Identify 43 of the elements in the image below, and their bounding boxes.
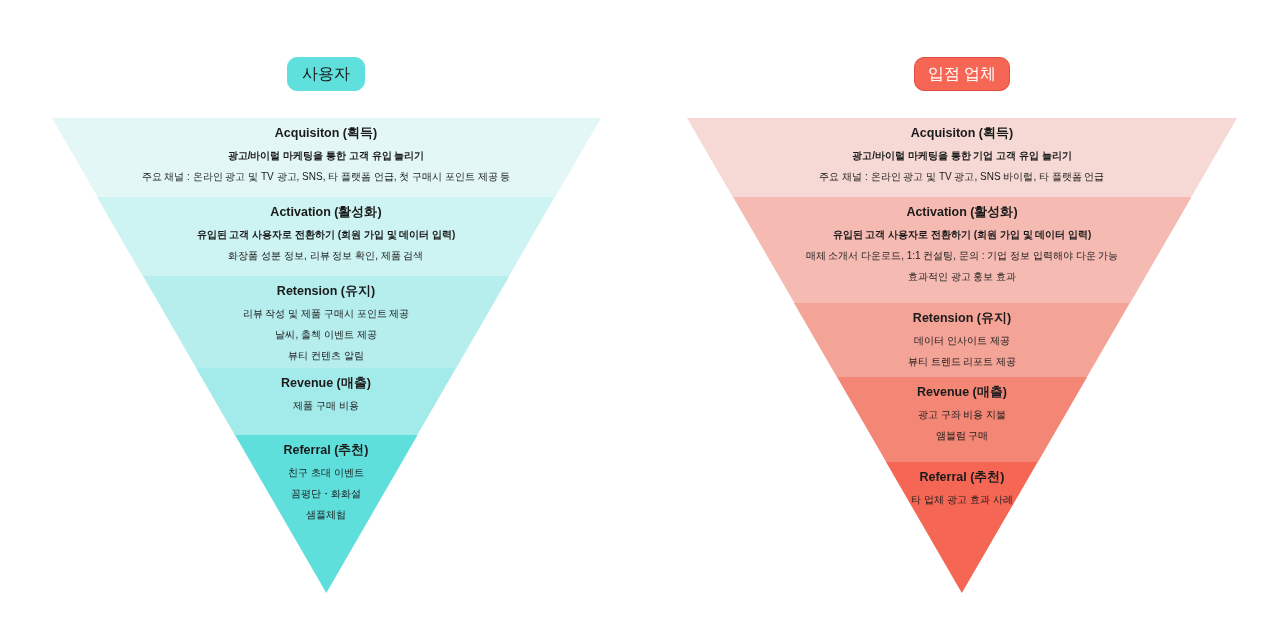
funnel-stage <box>794 303 1130 377</box>
stage-item: 주요 채널 : 온라인 광고 및 TV 광고, SNS 바이럴, 타 플랫폼 언급 <box>819 170 1105 184</box>
funnel-stage <box>97 197 555 276</box>
stage-title: Revenue (매출) <box>281 375 371 392</box>
title-pill: 사용자 <box>287 57 365 91</box>
stage-item: 효과적인 광고 홍보 효과 <box>907 270 1017 284</box>
funnel-stage <box>142 276 510 368</box>
stage-item: 샘플체험 <box>306 508 346 522</box>
stage-item: 화장품 성분 정보, 리뷰 정보 확인, 제품 검색 <box>228 249 424 263</box>
stage-item: 제품 구매 비용 <box>293 399 359 413</box>
stage-item: 타 업체 광고 효과 사례 <box>911 493 1013 507</box>
stage-item: 데이터 인사이트 제공 <box>914 334 1010 348</box>
stage-title: Activation (활성화) <box>270 204 382 221</box>
stage-title: Acquisiton (획득) <box>910 125 1014 142</box>
stage-title: Retension (유지) <box>912 310 1012 327</box>
stage-item: 유입된 고객 사용자로 전환하기 (회원 가입 및 데이터 입력) <box>196 228 456 242</box>
funnel-stage <box>51 118 601 197</box>
stage-title: Referral (추천) <box>283 442 369 459</box>
stage-title: Revenue (매출) <box>917 384 1007 401</box>
stage-item: 광고 구좌 비용 지불 <box>917 408 1007 422</box>
stage-item: 앰블럼 구매 <box>935 429 989 443</box>
stage-item: 광고/바이럴 마케팅을 통한 기업 고객 유입 늘리기 <box>852 149 1072 163</box>
stage-item: 유입된 고객 사용자로 전환하기 (회원 가입 및 데이터 입력) <box>832 228 1092 242</box>
title-pill: 입점 업체 <box>914 57 1010 91</box>
funnel-stage <box>732 197 1192 303</box>
stage-item: 매체 소개서 다운로드, 1:1 컨설팅, 문의 : 기업 정보 입력해야 다운 가능 <box>805 249 1119 263</box>
stage-item: 주요 채널 : 온라인 광고 및 TV 광고, SNS, 타 플랫폼 언급, 첫 구매시 포인트 제공 등 <box>141 170 511 184</box>
stage-item: 뷰티 컨텐츠 알림 <box>288 349 364 363</box>
stage-item: 뷰티 트렌드 리포트 제공 <box>907 355 1017 369</box>
stage-title: Activation (활성화) <box>906 204 1018 221</box>
funnel-stage <box>886 462 1038 593</box>
stage-item: 날씨, 출첵 이벤트 제공 <box>275 328 377 342</box>
stage-title: Retension (유지) <box>276 283 376 300</box>
stage-title: Referral (추천) <box>919 469 1005 486</box>
stage-item: 리뷰 작성 및 제품 구매시 포인트 제공 <box>242 307 410 321</box>
stage-title: Acquisiton (획득) <box>274 125 378 142</box>
funnel-stage <box>687 118 1237 197</box>
stage-item: 친구 초대 이벤트 <box>288 466 364 480</box>
funnel-stage <box>836 377 1088 462</box>
stage-item: 광고/바이럴 마케팅을 통한 고객 유입 늘리기 <box>227 149 425 163</box>
funnel-stage <box>234 435 418 593</box>
funnel-stage <box>195 368 456 435</box>
stage-item: 꼼평단・화화설 <box>291 487 361 501</box>
